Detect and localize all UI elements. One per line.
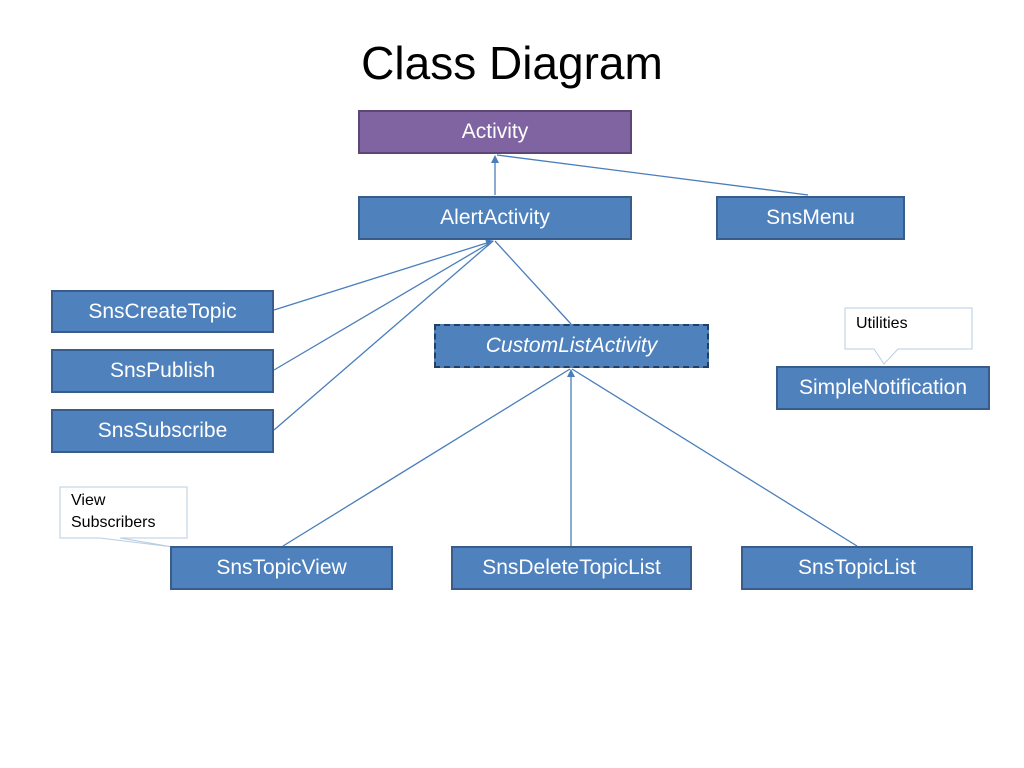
edge-snssubscribe-alertactivity — [273, 240, 494, 431]
class-custom-list-activity: CustomListActivity — [434, 324, 709, 368]
class-sns-subscribe: SnsSubscribe — [51, 409, 274, 453]
edge-snscreatetopic-alertactivity — [273, 239, 494, 311]
class-sns-topic-view: SnsTopicView — [170, 546, 393, 590]
class-sns-menu: SnsMenu — [716, 196, 905, 240]
note-utilities-text: Utilities — [856, 315, 908, 332]
utilities-callout-shape — [844, 307, 973, 365]
class-sns-publish: SnsPublish — [51, 349, 274, 393]
note-utilities: Utilities — [846, 309, 971, 349]
class-alert-activity: AlertActivity — [358, 196, 632, 240]
edge-snstopicview-customlistactivity — [282, 368, 571, 547]
class-sns-menu-label: SnsMenu — [766, 206, 855, 229]
edge-snsmenu-activity — [496, 154, 809, 196]
class-activity: Activity — [358, 110, 632, 154]
class-sns-create-topic-label: SnsCreateTopic — [88, 299, 237, 323]
class-sns-topic-list-label: SnsTopicList — [798, 556, 916, 579]
class-custom-list-activity-label: CustomListActivity — [485, 334, 658, 357]
class-alert-activity-label: AlertActivity — [440, 206, 550, 229]
class-sns-create-topic: SnsCreateTopic — [51, 290, 274, 333]
class-simple-notification-label: SimpleNotification — [798, 376, 968, 399]
edge-snspublish-alertactivity — [273, 240, 494, 371]
class-sns-publish-label: SnsPublish — [109, 359, 216, 382]
note-view-subscribers-line1: View — [71, 492, 106, 509]
class-sns-delete-topic-list-label: SnsDeleteTopicList — [482, 556, 661, 579]
diagram-title: Class Diagram — [361, 37, 663, 89]
edge-customlistactivity-alertactivity — [494, 240, 572, 325]
note-view-subscribers: View Subscribers — [61, 488, 186, 538]
class-sns-subscribe-label: SnsSubscribe — [97, 419, 228, 442]
edge-snstopiclist-customlistactivity — [571, 368, 858, 547]
note-view-subscribers-line2: Subscribers — [71, 514, 156, 531]
class-activity-label: Activity — [461, 120, 529, 143]
class-sns-topic-view-label: SnsTopicView — [216, 556, 347, 579]
class-sns-topic-list: SnsTopicList — [741, 546, 973, 590]
view-subscribers-callout-shape — [59, 486, 188, 548]
class-sns-delete-topic-list: SnsDeleteTopicList — [451, 546, 692, 590]
class-simple-notification: SimpleNotification — [776, 366, 990, 410]
